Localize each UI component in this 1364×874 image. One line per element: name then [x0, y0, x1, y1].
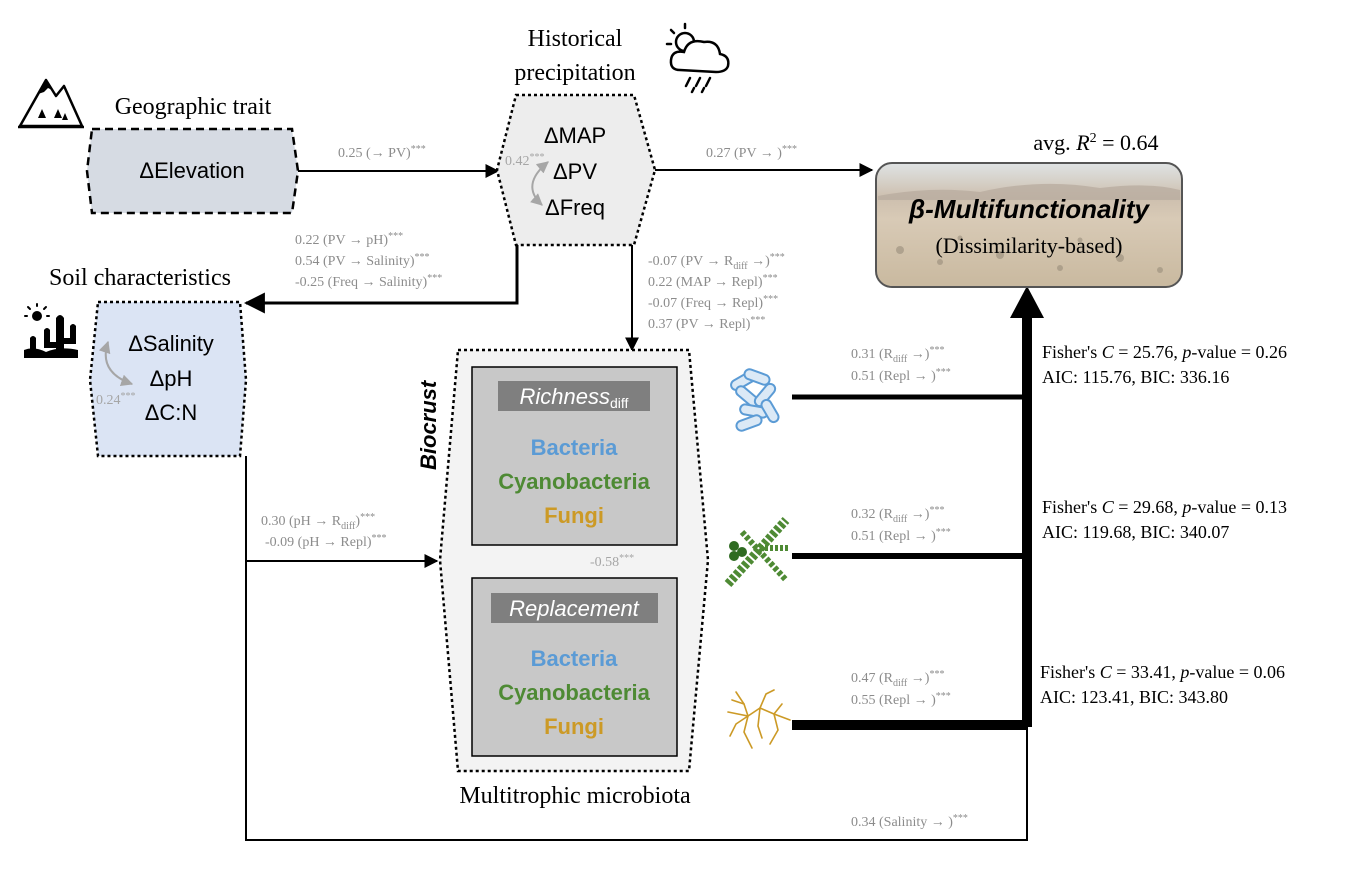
- label-precip-bio-3: -0.07 (Freq → Repl)***: [648, 294, 778, 311]
- replacement-label: Replacement: [509, 596, 640, 621]
- label-precip-soil-1: 0.22 (PV → pH)***: [295, 231, 403, 248]
- biocrust-group: Biocrust Richnessdiff Bacteria Cyanobact…: [416, 348, 710, 809]
- label-bacteria-1: 0.31 (Rdiff →)***: [851, 345, 944, 365]
- replacement-label-bg: [491, 593, 658, 623]
- multi-subtitle: (Dissimilarity-based): [936, 233, 1123, 258]
- replacement-cyanobacteria: Cyanobacteria: [498, 680, 650, 705]
- fit-stats-fungi-line1: Fisher's C = 33.41, p-value = 0.06: [1040, 662, 1285, 682]
- label-elev-pv: 0.25 (→ PV)***: [338, 144, 426, 161]
- precip-cov-arrow: [529, 161, 549, 206]
- richness-bacteria: Bacteria: [531, 435, 619, 460]
- biocrust-label: Biocrust: [416, 379, 441, 470]
- microbiota-header: Multitrophic microbiota: [459, 783, 691, 809]
- soil-salinity: ΔSalinity: [128, 331, 214, 356]
- richness-cyanobacteria: Cyanobacteria: [498, 469, 650, 494]
- label-cyano-2: 0.51 (Repl → )***: [851, 527, 951, 544]
- soil-cov-arrow: [98, 340, 134, 387]
- cactus-sun-icon: [24, 303, 78, 358]
- elevation-node: [85, 127, 300, 215]
- arrows: [243, 163, 1044, 841]
- label-bacteria-2: 0.51 (Repl → )***: [851, 367, 951, 384]
- mountain-icon: [18, 78, 84, 129]
- richness-label: Richnessdiff: [520, 384, 629, 411]
- multifunctionality-group: avg. R2 = 0.64 β-Multifunctionality (Dis…: [875, 130, 1183, 288]
- label-fungi-1: 0.47 (Rdiff →)***: [851, 669, 944, 689]
- richness-label-bg: [498, 381, 650, 411]
- label-cyano-1: 0.32 (Rdiff →)***: [851, 505, 944, 525]
- precip-pv: ΔPV: [553, 159, 597, 184]
- arrow-main-head: [1010, 286, 1044, 318]
- soil-group: Soil characteristics ΔSalinity ΔpH ΔC:N …: [24, 265, 248, 458]
- label-precip-soil-3: -0.25 (Freq → Salinity)***: [295, 273, 442, 290]
- avg-r2: avg. R2 = 0.64: [1033, 130, 1158, 155]
- biocrust-between-cov: -0.58***: [590, 553, 634, 570]
- label-precip-soil-2: 0.54 (PV → Salinity)***: [295, 252, 430, 269]
- fit-stats-fungi-line2: AIC: 123.41, BIC: 343.80: [1040, 687, 1228, 707]
- precip-header-line2: precipitation: [514, 60, 635, 86]
- label-precip-bio-1: -0.07 (PV → Rdiff →)***: [648, 252, 785, 272]
- label-soil-bio-2: -0.09 (pH → Repl)***: [265, 533, 387, 550]
- fit-stats-bacteria-line1: Fisher's C = 25.76, p-value = 0.26: [1042, 342, 1287, 362]
- geographic-group: Geographic trait ΔElevation: [18, 78, 300, 215]
- fit-stats: Fisher's C = 25.76, p-value = 0.26 AIC: …: [1040, 342, 1287, 707]
- soil-node: [88, 300, 248, 458]
- multi-landscape-shrubs: [896, 235, 1163, 273]
- label-pv-multi: 0.27 (PV → )***: [706, 144, 797, 161]
- precip-freq: ΔFreq: [545, 195, 605, 220]
- replacement-bacteria: Bacteria: [531, 646, 619, 671]
- label-fungi-2: 0.55 (Repl → )***: [851, 691, 951, 708]
- label-salinity-multi: 0.34 (Salinity → )***: [851, 813, 968, 830]
- replacement-fungi: Fungi: [544, 714, 604, 739]
- multi-landscape-hills: [878, 183, 1180, 200]
- path-labels: 0.25 (→ PV)*** 0.27 (PV → )*** 0.22 (PV …: [261, 144, 968, 830]
- cyanobacteria-icon: [724, 516, 790, 588]
- geographic-header: Geographic trait: [115, 94, 272, 120]
- fit-stats-bacteria-line2: AIC: 115.76, BIC: 336.16: [1042, 367, 1229, 387]
- label-precip-bio-2: 0.22 (MAP → Repl)***: [648, 273, 778, 290]
- richness-fungi: Fungi: [544, 503, 604, 528]
- fungi-icon: [727, 689, 791, 749]
- precip-header-line1: Historical: [528, 26, 623, 52]
- soil-ph: ΔpH: [150, 366, 193, 391]
- fit-stats-cyano-line1: Fisher's C = 29.68, p-value = 0.13: [1042, 497, 1287, 517]
- precip-cov: 0.42***: [505, 152, 545, 169]
- bacteria-icon: [730, 368, 780, 432]
- precip-group: Historical precipitation ΔMAP ΔPV ΔFreq …: [495, 22, 730, 247]
- multifunctionality-node: [875, 162, 1183, 288]
- arrow-precip-soil: [243, 245, 519, 314]
- precip-map: ΔMAP: [544, 123, 606, 148]
- soil-cn: ΔC:N: [145, 400, 198, 425]
- multi-title: β-Multifunctionality: [908, 194, 1151, 224]
- cloud-rain-sun-icon: [665, 22, 730, 94]
- label-precip-bio-4: 0.37 (PV → Repl)***: [648, 315, 765, 332]
- label-soil-bio-1: 0.30 (pH → Rdiff)***: [261, 512, 375, 532]
- soil-cov: 0.24***: [96, 391, 136, 408]
- precip-node: [495, 93, 657, 247]
- elevation-label: ΔElevation: [139, 158, 244, 183]
- soil-header: Soil characteristics: [49, 265, 231, 291]
- line-salinity-multi: [245, 456, 1028, 841]
- fit-stats-cyano-line2: AIC: 119.68, BIC: 340.07: [1042, 522, 1229, 542]
